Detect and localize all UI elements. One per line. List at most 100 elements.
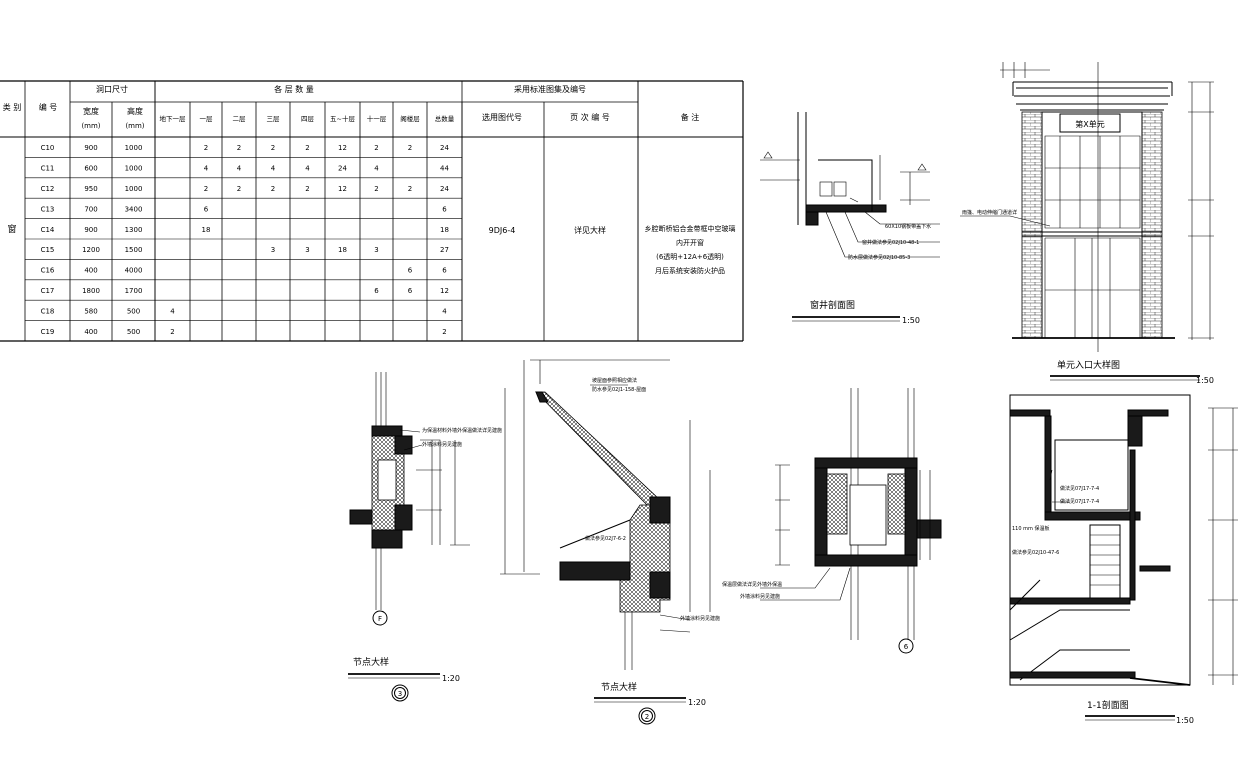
well-label-2: 窗井做法参见02J10-48-1: [862, 239, 919, 246]
section-scale: 1:50: [1176, 716, 1194, 725]
floor-header: 地下一层: [160, 114, 187, 123]
cell-quantity: 2: [204, 185, 208, 193]
floor-header: 三层: [267, 115, 281, 123]
header-atlas: 选用图代号: [482, 112, 522, 122]
header-floors: 各 层 数 量: [274, 84, 314, 94]
cell-height: 4000: [125, 267, 143, 275]
node6-label-1: 保温层做法详见外墙外保温: [722, 581, 782, 588]
cell-quantity: 6: [204, 205, 209, 213]
table-text: 类 别 编 号 洞口尺寸 宽度 (mm) 高度 (mm) 各 层 数 量 采用标…: [3, 84, 736, 275]
well-label-1: 60X10钢板带盖下水: [885, 223, 931, 230]
cell-height: 1000: [125, 185, 143, 193]
cell-quantity: 4: [170, 307, 175, 315]
section-label-1: 做法见07J17-7-4: [1060, 485, 1099, 492]
cell-height: 1000: [125, 144, 143, 152]
cell-quantity: 2: [271, 185, 275, 193]
node2-label-4: 外墙涂料另见建施: [680, 615, 720, 622]
cell-quantity: 18: [202, 226, 211, 234]
cell-quantity: 4: [237, 165, 242, 173]
cell-quantity: 2: [204, 144, 208, 152]
remark-line-1: 乡腔断桥铝合金带框中空玻璃: [645, 224, 736, 233]
cell-quantity: 2: [374, 185, 378, 193]
cell-width: 900: [84, 226, 97, 234]
entrance-scale: 1:50: [1196, 376, 1214, 385]
cell-quantity: 2: [374, 144, 378, 152]
node2-number: 2: [645, 713, 649, 721]
node-detail-2: 坡屋面参照相应做法 防水参见02J1-158-屋面 做法参见02J7-6-2 外…: [500, 359, 720, 725]
cell-code: C11: [41, 165, 55, 173]
cell-quantity: 24: [440, 185, 449, 193]
cell-quantity: 2: [408, 144, 412, 152]
cell-quantity: 27: [440, 246, 449, 254]
node2-label-2: 防水参见02J1-158-屋面: [592, 386, 646, 393]
cell-quantity: 12: [338, 185, 347, 193]
cell-quantity: 2: [271, 144, 275, 152]
cell-quantity: 4: [271, 165, 276, 173]
cell-height: 3400: [125, 205, 143, 213]
header-page: 页 次 编 号: [570, 112, 610, 122]
cell-width: 1200: [82, 246, 100, 254]
table-grid-lines: [0, 80, 744, 342]
section-title: 1-1剖面图: [1087, 699, 1129, 711]
cell-code: C18: [41, 307, 55, 315]
node2-scale: 1:20: [688, 698, 706, 707]
unit-entrance-elevation: 第X单元 雨篷、电动伸缩门通道详 单元入口大样图 1:50: [960, 62, 1214, 385]
well-title: 窗井剖面图: [810, 299, 855, 311]
node6-label-2: 外墙涂料另见建施: [740, 593, 780, 600]
cell-quantity: 12: [440, 287, 449, 295]
cell-code: C17: [41, 287, 55, 295]
cell-height: 1700: [125, 287, 143, 295]
floor-header: 四层: [301, 115, 315, 123]
cell-width: 400: [84, 328, 97, 336]
entrance-label: 雨篷、电动伸缩门通道详: [962, 209, 1017, 216]
floor-header: 十一层: [367, 114, 387, 123]
floor-header-row: 地下一层一层二层三层四层五~十层十一层阁楼层总数量: [160, 114, 455, 123]
header-category: 类 别: [3, 102, 22, 112]
cell-quantity: 2: [408, 185, 412, 193]
cell-width: 700: [84, 205, 97, 213]
cell-quantity: 18: [338, 246, 347, 254]
cell-quantity: 2: [170, 328, 174, 336]
floor-header: 五~十层: [330, 114, 355, 123]
node2-label-1: 坡屋面参照相应做法: [592, 377, 637, 384]
cell-code: C19: [41, 328, 55, 336]
node3-scale: 1:20: [442, 674, 460, 683]
cell-quantity: 4: [204, 165, 209, 173]
cell-width: 580: [84, 307, 97, 315]
page-code-cell: 详见大样: [574, 225, 606, 235]
cell-quantity: 18: [440, 226, 449, 234]
cell-quantity: 2: [237, 144, 241, 152]
cell-height: 500: [127, 328, 140, 336]
well-label-3: 防水层做法参见02J10-85-3: [848, 254, 910, 261]
cell-quantity: 6: [442, 205, 447, 213]
cell-quantity: 2: [305, 185, 309, 193]
cell-code: C15: [41, 246, 55, 254]
grid-6: 6: [904, 643, 909, 651]
node2-title: 节点大样: [601, 681, 637, 693]
header-height: 高度: [127, 106, 143, 116]
atlas-code-cell: 9DJ6-4: [489, 226, 516, 235]
header-opening: 洞口尺寸: [96, 84, 128, 94]
header-code: 编 号: [39, 102, 58, 112]
section-1-1: 做法见07J17-7-4 做法见07J17-7-4 110 mm 保温板 做法参…: [1009, 394, 1238, 725]
cell-height: 1000: [125, 165, 143, 173]
node3-number: 3: [398, 690, 402, 698]
cell-quantity: 6: [442, 267, 447, 275]
well-scale: 1:50: [902, 316, 920, 325]
cell-code: C14: [41, 226, 55, 234]
node-detail-grid-6: 保温层做法详见外墙外保温 外墙涂料另见建施 6: [722, 388, 942, 654]
remark-line-2: 内开开窗: [676, 238, 704, 247]
cell-width: 1800: [82, 287, 100, 295]
cell-quantity: 6: [408, 267, 413, 275]
section-label-2: 做法见07J17-7-4: [1060, 498, 1099, 505]
